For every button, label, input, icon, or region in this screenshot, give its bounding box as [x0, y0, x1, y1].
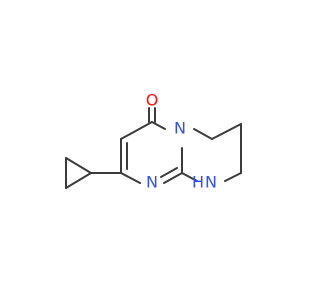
bond-c2-n1 [120, 172, 141, 184]
ring-nitrogen-label: N [174, 119, 186, 138]
bond-c4-c3 [120, 121, 153, 140]
bond-n5-c6 [193, 128, 213, 140]
bond-cyclopropyl-1 [65, 157, 92, 174]
atom-labels: O N N H N [146, 91, 217, 192]
bond-n1-c8a-a [163, 172, 183, 184]
imine-nitrogen-label: N [146, 173, 158, 192]
bond-cyclopropyl-3 [65, 172, 92, 189]
structure-drawing: O N N H N [65, 91, 242, 192]
oxygen-label: O [146, 91, 159, 110]
bond-n1-c8a-b [160, 167, 178, 178]
bond-c8a-nh [181, 172, 198, 182]
molecule-canvas: O N N H N [65, 91, 242, 192]
amine-hydrogen-label: H [192, 173, 204, 192]
bond-c6-c7 [211, 123, 242, 140]
bond-c8-c9 [224, 172, 242, 182]
amine-nitrogen-label: N [205, 173, 217, 192]
bonds [65, 107, 242, 189]
bond-c4-n5 [151, 121, 166, 130]
